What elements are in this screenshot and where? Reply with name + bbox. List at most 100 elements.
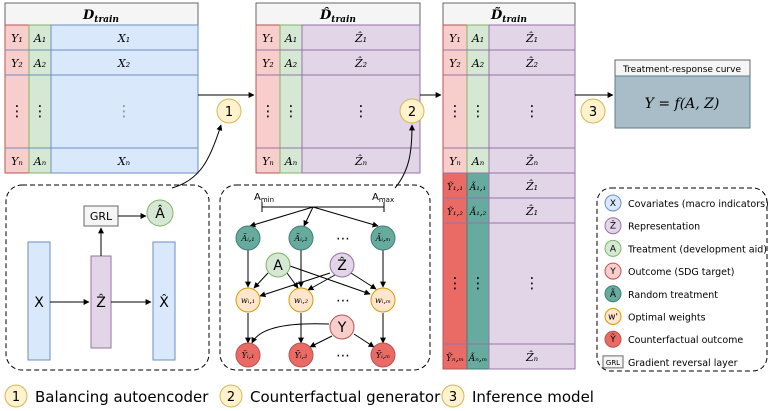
gen-amax-label: Amax [372,192,394,204]
svg-text:3: 3 [589,105,597,120]
t3-r3-z: ⋮ [525,102,540,120]
t2-r3-y: ⋮ [261,102,276,120]
gen-amin-label: Amin [254,192,274,204]
svg-text:wᵢ,₁: wᵢ,₁ [241,296,255,305]
svg-text:Ỹᵢ,₂: Ỹᵢ,₂ [295,351,308,360]
gen-random-a2 [288,225,314,251]
legend-item: w' Optimal weights [604,308,706,325]
svg-text:2: 2 [227,390,235,405]
gen-random-am [370,225,396,251]
svg-text:Ỹᵢ,ₘ: Ỹᵢ,ₘ [376,351,390,360]
curve-formula: Y = f(A, Z) [645,96,720,112]
svg-text:1: 1 [225,105,233,120]
table1-title: Dtrain [82,8,119,25]
t3-r4-a: Aₙ [471,155,484,168]
t3-r7-y: ⋮ [448,274,463,292]
legend-label: Optimal weights [628,313,706,324]
legend-symbol: w' [608,313,618,323]
legend-item: Ỹ Counterfactual outcome [604,330,743,348]
legend-symbol: Ã [610,289,617,300]
t3-r4-z: Ẑₙ [525,154,538,168]
ae-ahat-node [146,199,174,227]
t2-r1-a: A₁ [284,32,297,45]
svg-text:X: X [34,295,44,311]
legend-item: Ẑ Representation [604,217,700,235]
generator-panel: Amin Amax Ãᵢ,₁ Ãᵢ,₂ ⋯ Ãᵢ,ₘ [219,124,431,371]
gen-weight-m [370,287,396,313]
svg-text:A: A [273,258,283,274]
t1-r1-y: Y₁ [11,32,23,45]
t3-r3-a: ⋮ [471,102,486,120]
svg-text:Ãᵢ,ₘ: Ãᵢ,ₘ [375,234,391,243]
legend-swatch [604,285,622,303]
legend-symbol: X [610,199,616,209]
t3-r4-y: Yₙ [449,155,461,168]
gen-cf-ym [370,342,396,368]
gen-weight-1 [235,287,261,313]
t1-r4-a: Aₙ [33,155,46,168]
svg-text:Ỹᵢ,₁: Ỹᵢ,₁ [242,351,255,360]
step3-marker: 3 [580,98,606,124]
t3-r5-z: Ẑ₁ [525,179,538,193]
step1-label: Balancing autoencoder [35,388,209,406]
t1-r3-a: ⋮ [33,102,48,120]
legend-label: Counterfactual outcome [628,335,743,346]
legend-swatch [602,355,624,369]
t1-r2-y: Y₂ [11,57,23,70]
t3-r5-y: Ỹ₁,₁ [447,181,463,193]
legend-swatch [604,308,622,325]
gen-dots-y: ⋯ [336,348,350,364]
table-d-train: Dtrain Y₁ A₁ X₁ Y₂ A₂ X₂ ⋮ ⋮ ⋮ Yₙ Aₙ Xₙ [4,2,199,174]
t2-r4-z: Ẑₙ [354,154,367,168]
t3-r1-y: Y₁ [449,32,461,45]
t3-r2-z: Ẑ₂ [525,56,538,70]
legend-label: Representation [628,222,700,233]
gen-outcome-y [329,314,355,340]
table-dtilde-train: D̃train Y₁ A₁ Ẑ₁ Y₂ A₂ Ẑ₂ ⋮ ⋮ ⋮ Yₙ Aₙ Ẑₙ… [442,2,576,370]
legend-symbol: Ỹ [609,334,616,345]
step3-label: Inference model [472,388,594,406]
svg-text:wᵢ,ₘ: wᵢ,ₘ [375,296,391,305]
t2-r2-y: Y₂ [262,57,274,70]
t1-r4-x: Xₙ [117,155,130,168]
legend-swatch [604,217,622,235]
t1-r2-a: A₂ [33,57,46,70]
ae-output-xhat [152,241,176,361]
t3-r7-a: ⋮ [471,274,486,292]
legend-symbol: Ẑ [610,220,616,232]
gen-cf-y1 [235,342,261,368]
gen-treatment-a [265,252,291,278]
table-dhat-train: D̂train Y₁ A₁ Ẑ₁ Y₂ A₂ Ẑ₂ ⋮ ⋮ ⋮ Yₙ Aₙ Ẑₙ [255,2,421,174]
gen-random-a1 [235,225,261,251]
svg-text:Ãᵢ,₁: Ãᵢ,₁ [240,234,254,243]
t2-r1-y: Y₁ [262,32,274,45]
table3-title: D̃train [490,7,527,25]
svg-text:GRL: GRL [90,210,113,223]
ae-input-x [27,241,51,361]
svg-text:Ãᵢ,₂: Ãᵢ,₂ [293,234,307,243]
t1-r1-a: A₁ [33,32,46,45]
t2-r3-z: ⋮ [354,102,369,120]
t3-r3-y: ⋮ [448,102,463,120]
legend-swatch [604,194,622,212]
legend-label: Outcome (SDG target) [628,267,734,278]
step1-marker: 1 [216,98,242,124]
legend-label: Gradient reversal layer [628,358,738,369]
gen-cf-y2 [288,342,314,368]
gen-weight-2 [288,287,314,313]
t3-r6-y: Ỹ₁,₂ [447,206,463,218]
svg-text:1: 1 [12,390,20,405]
legend-item: Y Outcome (SDG target) [604,262,734,280]
table2-title: D̂train [319,7,356,25]
legend-symbol: Y [609,267,616,277]
svg-text:Ẑ: Ẑ [337,256,347,274]
svg-text:3: 3 [449,390,457,405]
svg-text:2: 2 [408,105,416,120]
legend-label: Treatment (development aid) [627,244,767,255]
step-labels: 1 Balancing autoencoder 2 Counterfactual… [4,384,594,408]
